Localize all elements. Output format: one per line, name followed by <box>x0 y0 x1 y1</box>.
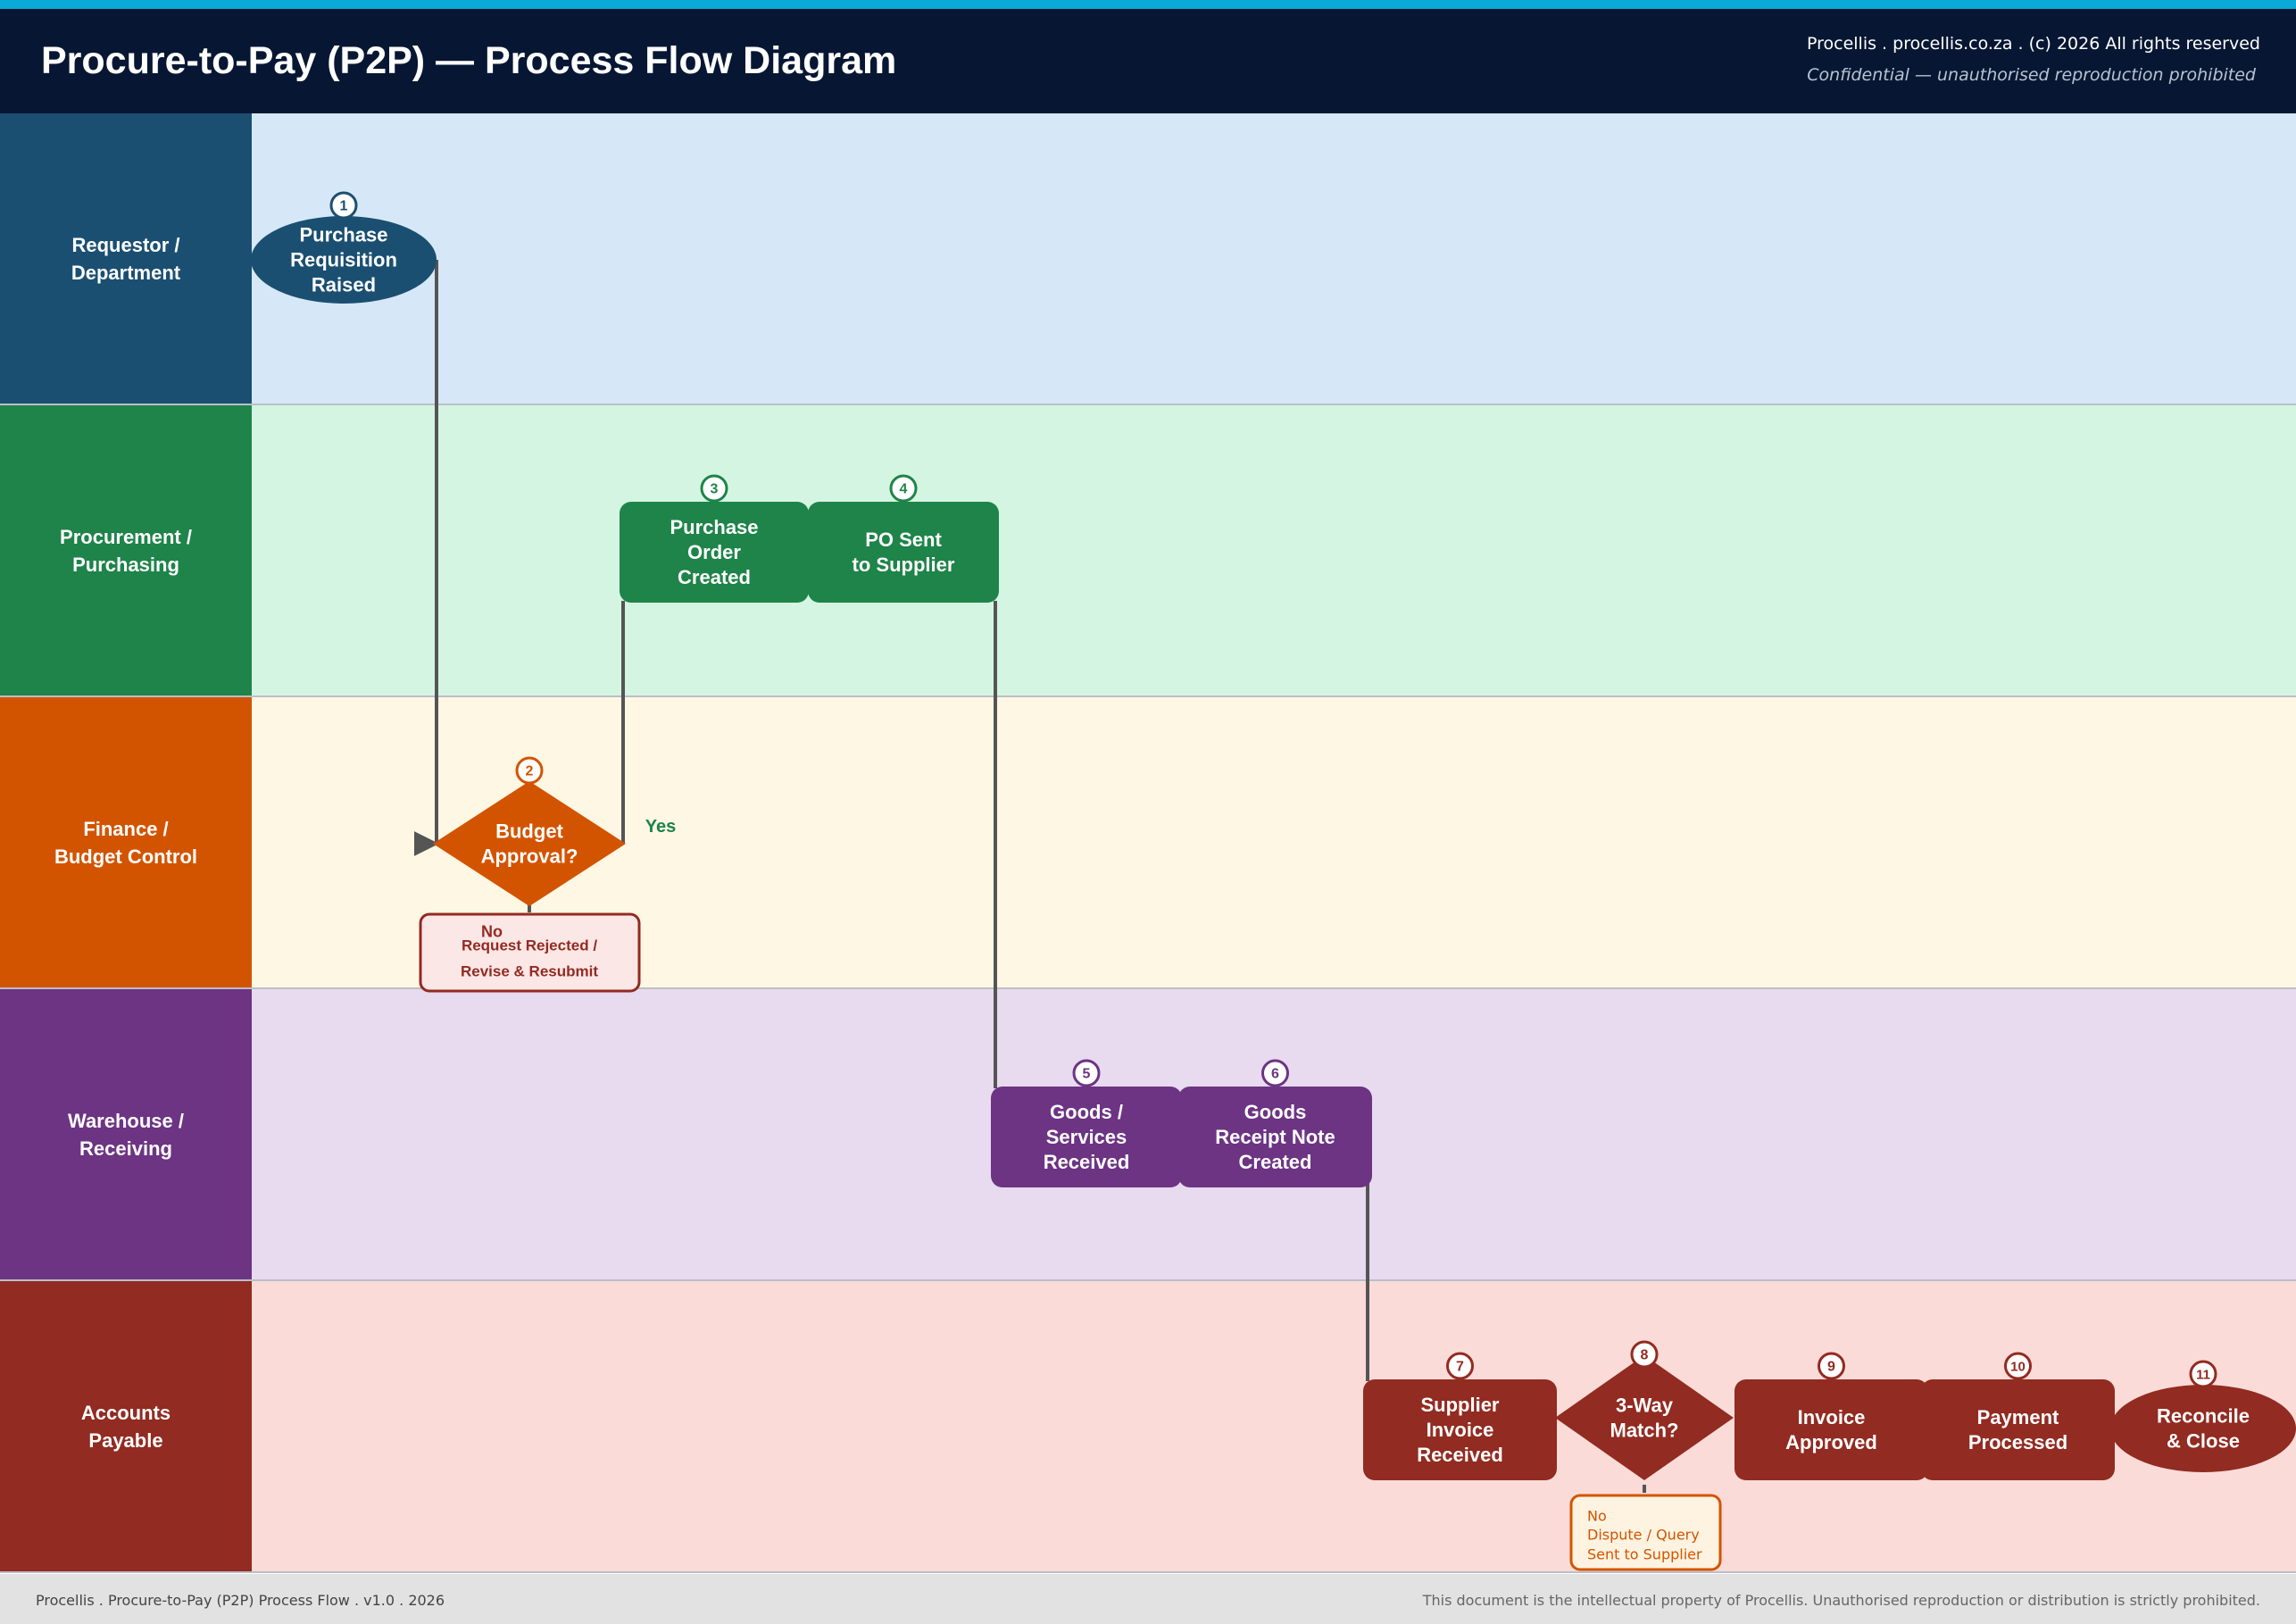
step-number-badge: 8 <box>1630 1340 1659 1369</box>
swimlane-label: Accounts Payable <box>0 1281 252 1571</box>
rejected-note-text: Request Rejected /Revise & Resubmit <box>461 937 598 979</box>
badge-number: 11 <box>2196 1367 2210 1382</box>
process-box <box>808 502 999 603</box>
step-number-badge: 2 <box>515 756 544 785</box>
swimlane: Accounts Payable <box>0 1281 2296 1573</box>
page-title: Procure-to-Pay (P2P) — Process Flow Diag… <box>41 39 897 82</box>
decision-diamond <box>433 781 626 906</box>
badge-circle <box>1261 1059 1289 1087</box>
step-number-badge: 7 <box>1446 1352 1474 1380</box>
process-box <box>1734 1379 1928 1480</box>
confidential-notice: Confidential — unauthorised reproduction… <box>1807 65 2256 85</box>
step-number-badge: 5 <box>1072 1059 1101 1087</box>
connector-line <box>434 260 438 845</box>
branch-label-no: No <box>1587 1508 1607 1525</box>
terminator-ellipse <box>2110 1385 2296 1472</box>
badge-circle <box>700 474 728 503</box>
process-box <box>1921 1379 2115 1480</box>
process-box <box>1363 1379 1557 1480</box>
arrow-head <box>420 836 437 852</box>
badge-number: 1 <box>340 199 348 214</box>
copyright-notice: Procellis . procellis.co.za . (c) 2026 A… <box>1807 34 2260 54</box>
connectors <box>420 260 1646 1493</box>
terminator-ellipse <box>251 216 437 304</box>
step-number-badge: 1 <box>329 191 358 220</box>
badge-circle <box>2004 1352 2032 1380</box>
badge-number: 5 <box>1083 1067 1091 1082</box>
step-number-badge: 3 <box>700 474 728 503</box>
swimlane: Finance / Budget Control <box>0 697 2296 989</box>
step-number-badge: 11 <box>2189 1360 2217 1388</box>
badge-circle <box>515 756 544 785</box>
branch-label-yes: Yes <box>645 817 676 837</box>
footer-version: Procellis . Procure-to-Pay (P2P) Process… <box>36 1592 445 1609</box>
badge-number: 10 <box>2010 1359 2026 1374</box>
step-number-badge: 6 <box>1261 1059 1289 1087</box>
badge-circle <box>1072 1059 1101 1087</box>
step-label: Reconcile& Close <box>2157 1405 2250 1453</box>
badge-circle <box>329 191 358 220</box>
badge-number: 2 <box>526 764 534 779</box>
swimlane-label: Finance / Budget Control <box>0 697 252 987</box>
badge-circle <box>1818 1352 1845 1380</box>
swimlane-label: Requestor / Department <box>0 113 252 404</box>
footer-bar: Procellis . Procure-to-Pay (P2P) Process… <box>0 1574 2296 1624</box>
top-accent-bar <box>0 0 2296 9</box>
decision-diamond <box>1555 1355 1734 1480</box>
badge-number: 9 <box>1827 1360 1835 1375</box>
step-number-badge: 4 <box>889 474 918 503</box>
swimlane-label: Warehouse / Receiving <box>0 989 252 1279</box>
badge-circle <box>1630 1340 1659 1369</box>
note-box <box>419 912 641 993</box>
swimlane-label: Procurement / Purchasing <box>0 405 252 695</box>
swimlane: Procurement / Purchasing <box>0 405 2296 697</box>
badge-circle <box>2189 1360 2217 1388</box>
badge-number: 4 <box>900 482 908 497</box>
badge-circle <box>1446 1352 1474 1380</box>
badge-number: 8 <box>1641 1348 1649 1363</box>
process-box <box>1178 1087 1372 1187</box>
badge-number: 6 <box>1271 1067 1279 1082</box>
badge-circle <box>889 474 918 503</box>
note-box <box>1569 1494 1722 1571</box>
badge-number: 3 <box>711 482 719 497</box>
process-box <box>991 1087 1182 1187</box>
process-box <box>620 502 809 603</box>
branch-label-no: No <box>481 922 503 940</box>
footer-notice: This document is the intellectual proper… <box>1422 1592 2260 1609</box>
step-number-badge: 10 <box>2004 1352 2032 1380</box>
step-reconcile-close: Reconcile& Close <box>2110 1385 2296 1472</box>
step-number-badge: 9 <box>1818 1352 1845 1380</box>
badge-number: 7 <box>1456 1360 1464 1375</box>
header-bar: Procure-to-Pay (P2P) — Process Flow Diag… <box>0 9 2296 113</box>
